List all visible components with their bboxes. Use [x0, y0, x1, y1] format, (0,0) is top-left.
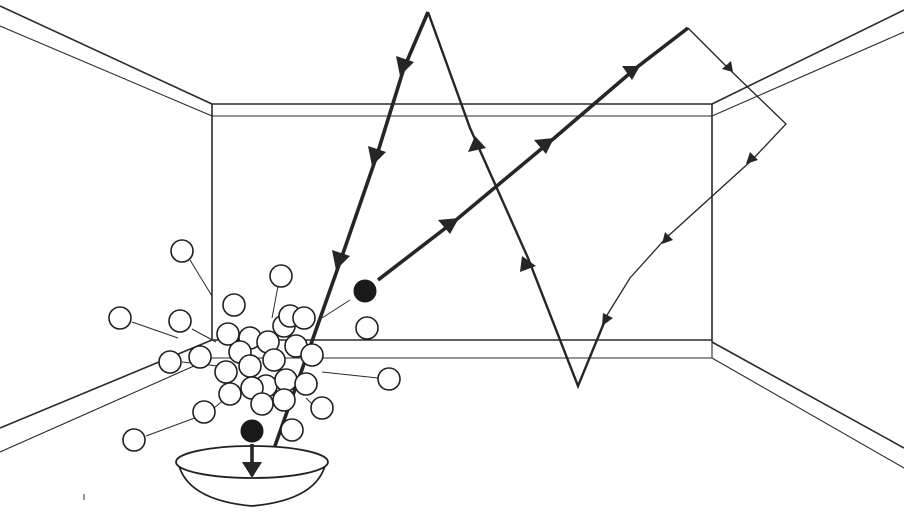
falling-path-line	[268, 11, 430, 461]
ball	[158, 350, 182, 374]
ball	[188, 345, 212, 369]
ball	[377, 367, 401, 391]
arrowhead-icon	[662, 232, 673, 244]
arrowhead-icon	[520, 256, 536, 272]
ball	[280, 418, 304, 442]
arrowhead-icon	[368, 146, 386, 166]
ball	[272, 388, 296, 412]
ceiling-right-edge-upper	[711, 9, 904, 105]
medium-path-line	[426, 11, 608, 390]
room-outline	[0, 5, 904, 469]
ball	[170, 239, 194, 263]
ball-leader-line	[271, 285, 279, 319]
thin-trajectory	[602, 27, 787, 326]
ball-leader-line	[305, 397, 313, 405]
ball	[294, 372, 318, 396]
ball	[122, 428, 146, 452]
arrowhead-icon	[438, 218, 459, 234]
floor-right-edge-upper	[711, 341, 904, 449]
ball-cluster	[108, 239, 401, 452]
medium-trajectory	[426, 11, 608, 390]
ball	[269, 264, 293, 288]
ball	[214, 360, 238, 384]
ceiling-left-edge-lower	[0, 25, 213, 117]
ball-leader-line	[145, 415, 201, 437]
dark-ball-launching	[353, 279, 377, 303]
ball	[168, 309, 192, 333]
ball	[222, 293, 246, 317]
arrowhead-icon	[396, 56, 414, 76]
ball	[238, 354, 262, 378]
arrowhead-icon	[746, 152, 758, 164]
ball	[192, 400, 216, 424]
dark-ball	[240, 419, 264, 443]
ball	[218, 382, 242, 406]
arrowhead-icon	[468, 136, 486, 152]
arrowhead-icon	[534, 138, 554, 154]
heavy-trajectory-rising	[376, 26, 690, 282]
floor-left-edge-upper	[0, 339, 213, 429]
ball	[274, 368, 298, 392]
arrowhead-icon	[242, 462, 262, 478]
ball	[355, 316, 379, 340]
arrowhead-icon	[722, 61, 733, 72]
ball-leader-line	[189, 259, 213, 297]
rising-path-line	[376, 26, 690, 282]
ball-leader-line	[321, 299, 351, 319]
arrowhead-icon	[332, 250, 350, 270]
arrowhead-icon	[622, 66, 640, 80]
ball-leader-line	[191, 328, 217, 343]
ball	[292, 306, 316, 330]
ball	[262, 348, 286, 372]
bowl	[175, 445, 329, 507]
ball	[108, 306, 132, 330]
ball-leader-line	[131, 321, 179, 339]
dark-ball-falling	[240, 419, 264, 478]
ceiling-left-edge-upper	[0, 5, 213, 105]
floor-left-edge-lower	[0, 357, 213, 453]
ball	[250, 392, 274, 416]
floor-right-edge-lower	[711, 357, 904, 469]
ball	[300, 343, 324, 367]
ball	[310, 396, 334, 420]
ball-leader-line	[321, 371, 379, 379]
ceiling-right-edge-lower	[711, 31, 904, 117]
